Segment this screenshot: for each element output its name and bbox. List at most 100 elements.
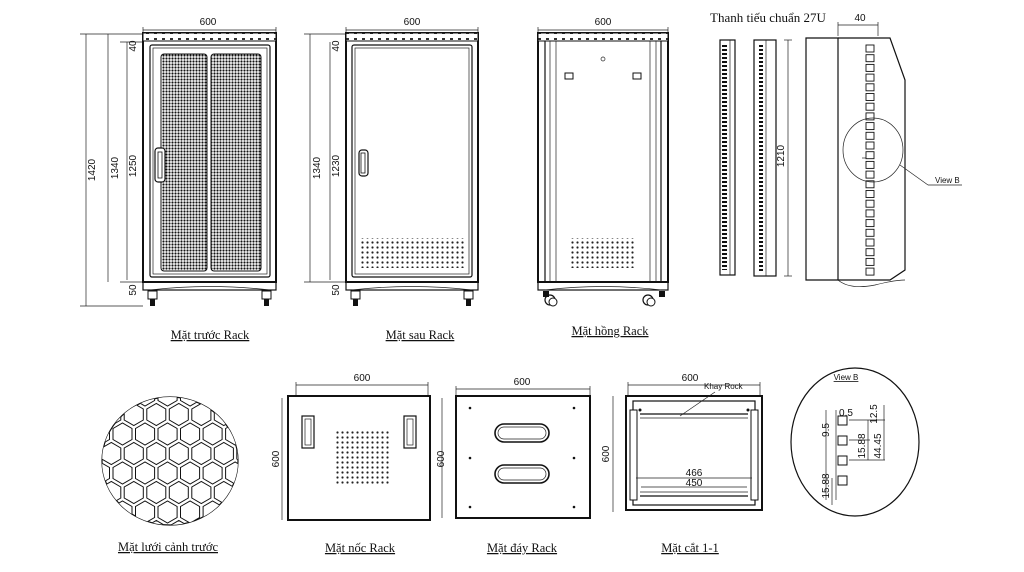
rail-square-hole xyxy=(865,63,875,72)
hex-cell xyxy=(102,441,122,466)
rail-square-hole xyxy=(865,238,875,247)
hex-cell xyxy=(225,461,238,485)
rail-square-hole xyxy=(865,93,875,101)
rail-square-hole xyxy=(865,122,875,131)
side-caption: Mặt hồng Rack xyxy=(571,324,649,338)
hex-cell xyxy=(168,441,189,466)
hex-cell xyxy=(102,365,121,387)
rail-square-hole xyxy=(865,248,875,257)
floor-depth-dim: 600 xyxy=(436,450,447,467)
rail-height-dim: 1210 xyxy=(776,144,787,167)
hex-cell xyxy=(213,441,234,466)
rail-square-hole xyxy=(865,131,875,140)
mesh-caption: Mặt lưới cảnh trước xyxy=(118,540,218,554)
rail-width-dim: 40 xyxy=(854,13,866,24)
hex-cell xyxy=(135,500,156,524)
floor-caption: Mặt đáy Rack xyxy=(487,541,558,555)
view-b-dim-1588a: 15.88 xyxy=(857,433,868,458)
hex-cell xyxy=(135,461,156,485)
mesh-view: Mặt lưới cảnh trước xyxy=(68,365,278,554)
rail-square-hole xyxy=(865,170,875,179)
roof-caption: Mặt nốc Rack xyxy=(325,541,396,555)
hex-cell xyxy=(112,397,133,407)
hex-cell xyxy=(168,480,189,505)
rail-squares xyxy=(865,44,875,276)
hex-cell xyxy=(68,501,87,523)
hex-cell xyxy=(259,365,278,387)
front-top-dim: 40 xyxy=(128,40,139,52)
hex-cell xyxy=(102,402,122,427)
hex-cell xyxy=(124,365,143,387)
rail-square-hole xyxy=(865,44,875,53)
rail-view: Thanh tiếu chuẩn 27U 1210 40 View B xyxy=(710,10,962,287)
hex-cell xyxy=(180,500,201,524)
side-view: 600 Mặt hồng Rack xyxy=(537,17,669,338)
rear-bottom-dim: 50 xyxy=(331,284,342,296)
section-depth-dim: 600 xyxy=(601,445,612,462)
front-body-height: 1340 xyxy=(110,156,121,179)
rail-square-hole xyxy=(865,180,875,189)
hex-cell xyxy=(202,500,223,524)
hex-cell xyxy=(192,365,211,387)
hex-cell xyxy=(123,441,144,466)
hex-cell xyxy=(135,397,156,407)
view-b-title: View B xyxy=(834,373,859,382)
hex-cell xyxy=(68,423,87,445)
hex-cell xyxy=(168,519,189,525)
rail-square-hole xyxy=(865,83,875,92)
rear-top-dim: 40 xyxy=(331,40,342,52)
rail-square-hole xyxy=(865,73,875,82)
rail-square-hole xyxy=(865,151,875,160)
hex-cell xyxy=(248,462,267,484)
rail-square-hole xyxy=(865,209,875,218)
rail-square-hole xyxy=(865,141,875,150)
hex-cell xyxy=(147,365,166,387)
hex-cell xyxy=(248,423,267,445)
rail-square-hole xyxy=(865,112,875,121)
hex-cell xyxy=(259,482,278,504)
rail-square-hole xyxy=(865,219,875,228)
hex-cell xyxy=(248,501,267,523)
hex-cell xyxy=(146,402,167,427)
roof-view: 600 600 Mặt nốc Rack xyxy=(271,373,431,555)
hex-cell xyxy=(248,384,267,406)
hex-cell xyxy=(79,443,98,465)
hex-cell xyxy=(112,500,133,524)
hex-cell xyxy=(169,365,188,387)
hex-cell xyxy=(225,500,238,524)
tray-label: Khay Rock xyxy=(704,382,744,391)
rear-body-height: 1340 xyxy=(312,156,323,179)
rail-square-hole xyxy=(865,228,875,237)
hex-cell xyxy=(79,404,98,426)
roof-depth-dim: 600 xyxy=(271,450,282,467)
hex-cell xyxy=(102,500,110,524)
hex-cell xyxy=(102,397,110,407)
hex-cell xyxy=(225,397,238,407)
view-b-dim-95: 9.5 xyxy=(821,423,832,437)
rear-caption: Mặt sau Rack xyxy=(386,328,455,342)
hex-cell xyxy=(112,422,133,446)
view-b-ref: View B xyxy=(935,176,960,185)
hex-cell xyxy=(68,462,87,484)
hex-cell xyxy=(168,402,189,427)
view-b-dim-4445: 44.45 xyxy=(873,433,884,458)
hex-cell xyxy=(146,480,167,505)
view-b-dim-05: 0.5 xyxy=(839,408,853,419)
hex-cell xyxy=(180,397,201,407)
hex-cell xyxy=(202,461,223,485)
front-caption: Mặt trước Rack xyxy=(171,328,250,342)
section-dim-466: 466 xyxy=(686,468,703,479)
rail-square-hole xyxy=(865,199,875,208)
front-door-height: 1250 xyxy=(128,154,139,177)
side-width-dim: 600 xyxy=(595,17,612,28)
hex-cell xyxy=(102,461,110,485)
hex-cell xyxy=(236,519,238,525)
hex-cell xyxy=(79,482,98,504)
hex-cell xyxy=(79,365,98,387)
section-view: 600 600 Khay Rock 466 450 Mặt cắt 1-1 xyxy=(601,373,763,555)
hex-cell xyxy=(68,384,87,406)
hex-cell xyxy=(112,461,133,485)
front-view: 600 1420 1340 1250 40 50 Mặt trước Rack xyxy=(80,17,277,342)
front-width-dim: 600 xyxy=(200,17,217,28)
hex-grid xyxy=(68,365,278,525)
